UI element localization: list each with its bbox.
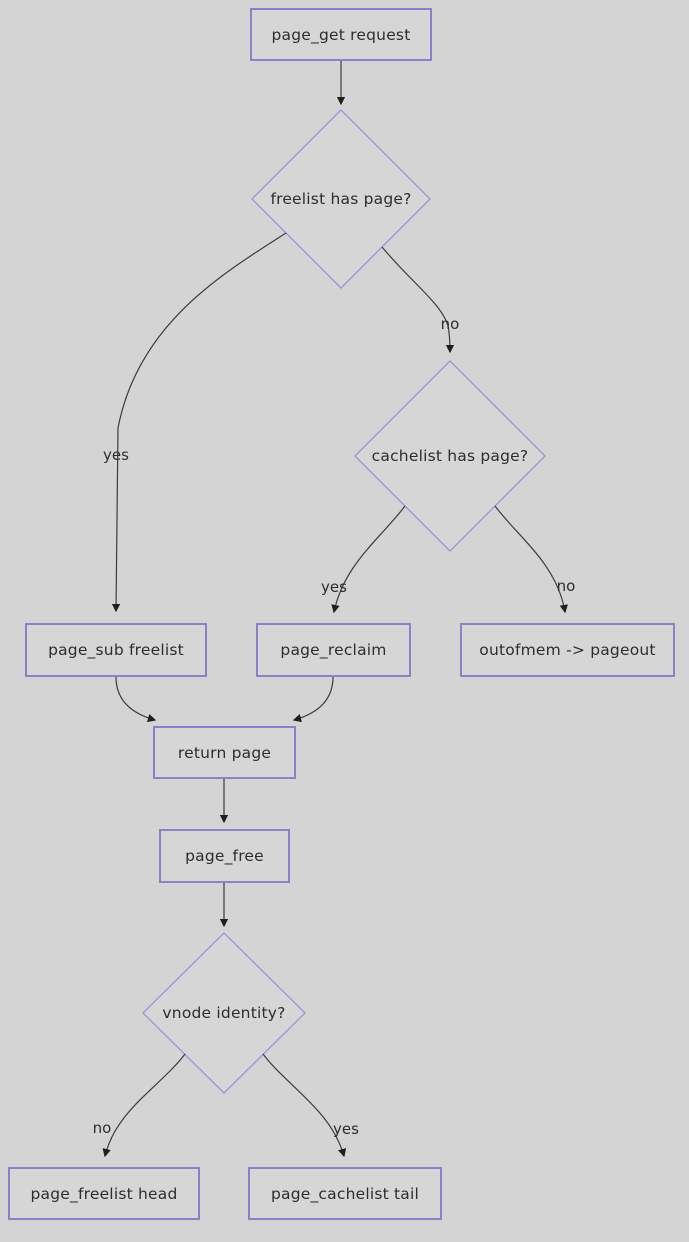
decision-freelist-shape: [251, 109, 431, 289]
edge-vnode-no: [102, 1053, 186, 1158]
node-page-freelist-head: page_freelist head: [8, 1167, 200, 1220]
edge-cachelist-no: [494, 505, 568, 614]
decision-cachelist-shape: [354, 360, 546, 552]
edge-label-freelist-yes: yes: [103, 446, 129, 464]
edge-subfreelist-to-return: [115, 676, 157, 723]
edge-label-freelist-no: no: [440, 315, 460, 333]
edge-label-cachelist-yes: yes: [321, 578, 347, 596]
decision-vnode-shape: [142, 932, 306, 1094]
decision-cachelist-has-page: cachelist has page?: [371, 447, 529, 465]
decision-vnode-identity: vnode identity?: [162, 1004, 286, 1022]
edge-cachelist-yes: [331, 505, 406, 614]
node-page-reclaim: page_reclaim: [256, 623, 411, 677]
edge-reclaim-to-return: [292, 676, 334, 723]
node-outofmem-pageout: outofmem -> pageout: [460, 623, 675, 677]
node-page-get-request: page_get request: [250, 8, 432, 61]
edge-freelist-yes: [111, 232, 287, 613]
decision-freelist-has-page: freelist has page?: [270, 190, 412, 208]
node-page-sub-freelist: page_sub freelist: [25, 623, 207, 677]
node-page-cachelist-tail: page_cachelist tail: [248, 1167, 442, 1220]
edge-label-cachelist-no: no: [556, 577, 576, 595]
node-page-free: page_free: [159, 829, 290, 883]
edge-label-vnode-no: no: [92, 1119, 112, 1137]
edge-label-vnode-yes: yes: [333, 1120, 359, 1138]
edge-vnode-yes: [262, 1053, 347, 1158]
edge-freelist-no: [381, 246, 455, 354]
node-return-page: return page: [153, 726, 296, 779]
